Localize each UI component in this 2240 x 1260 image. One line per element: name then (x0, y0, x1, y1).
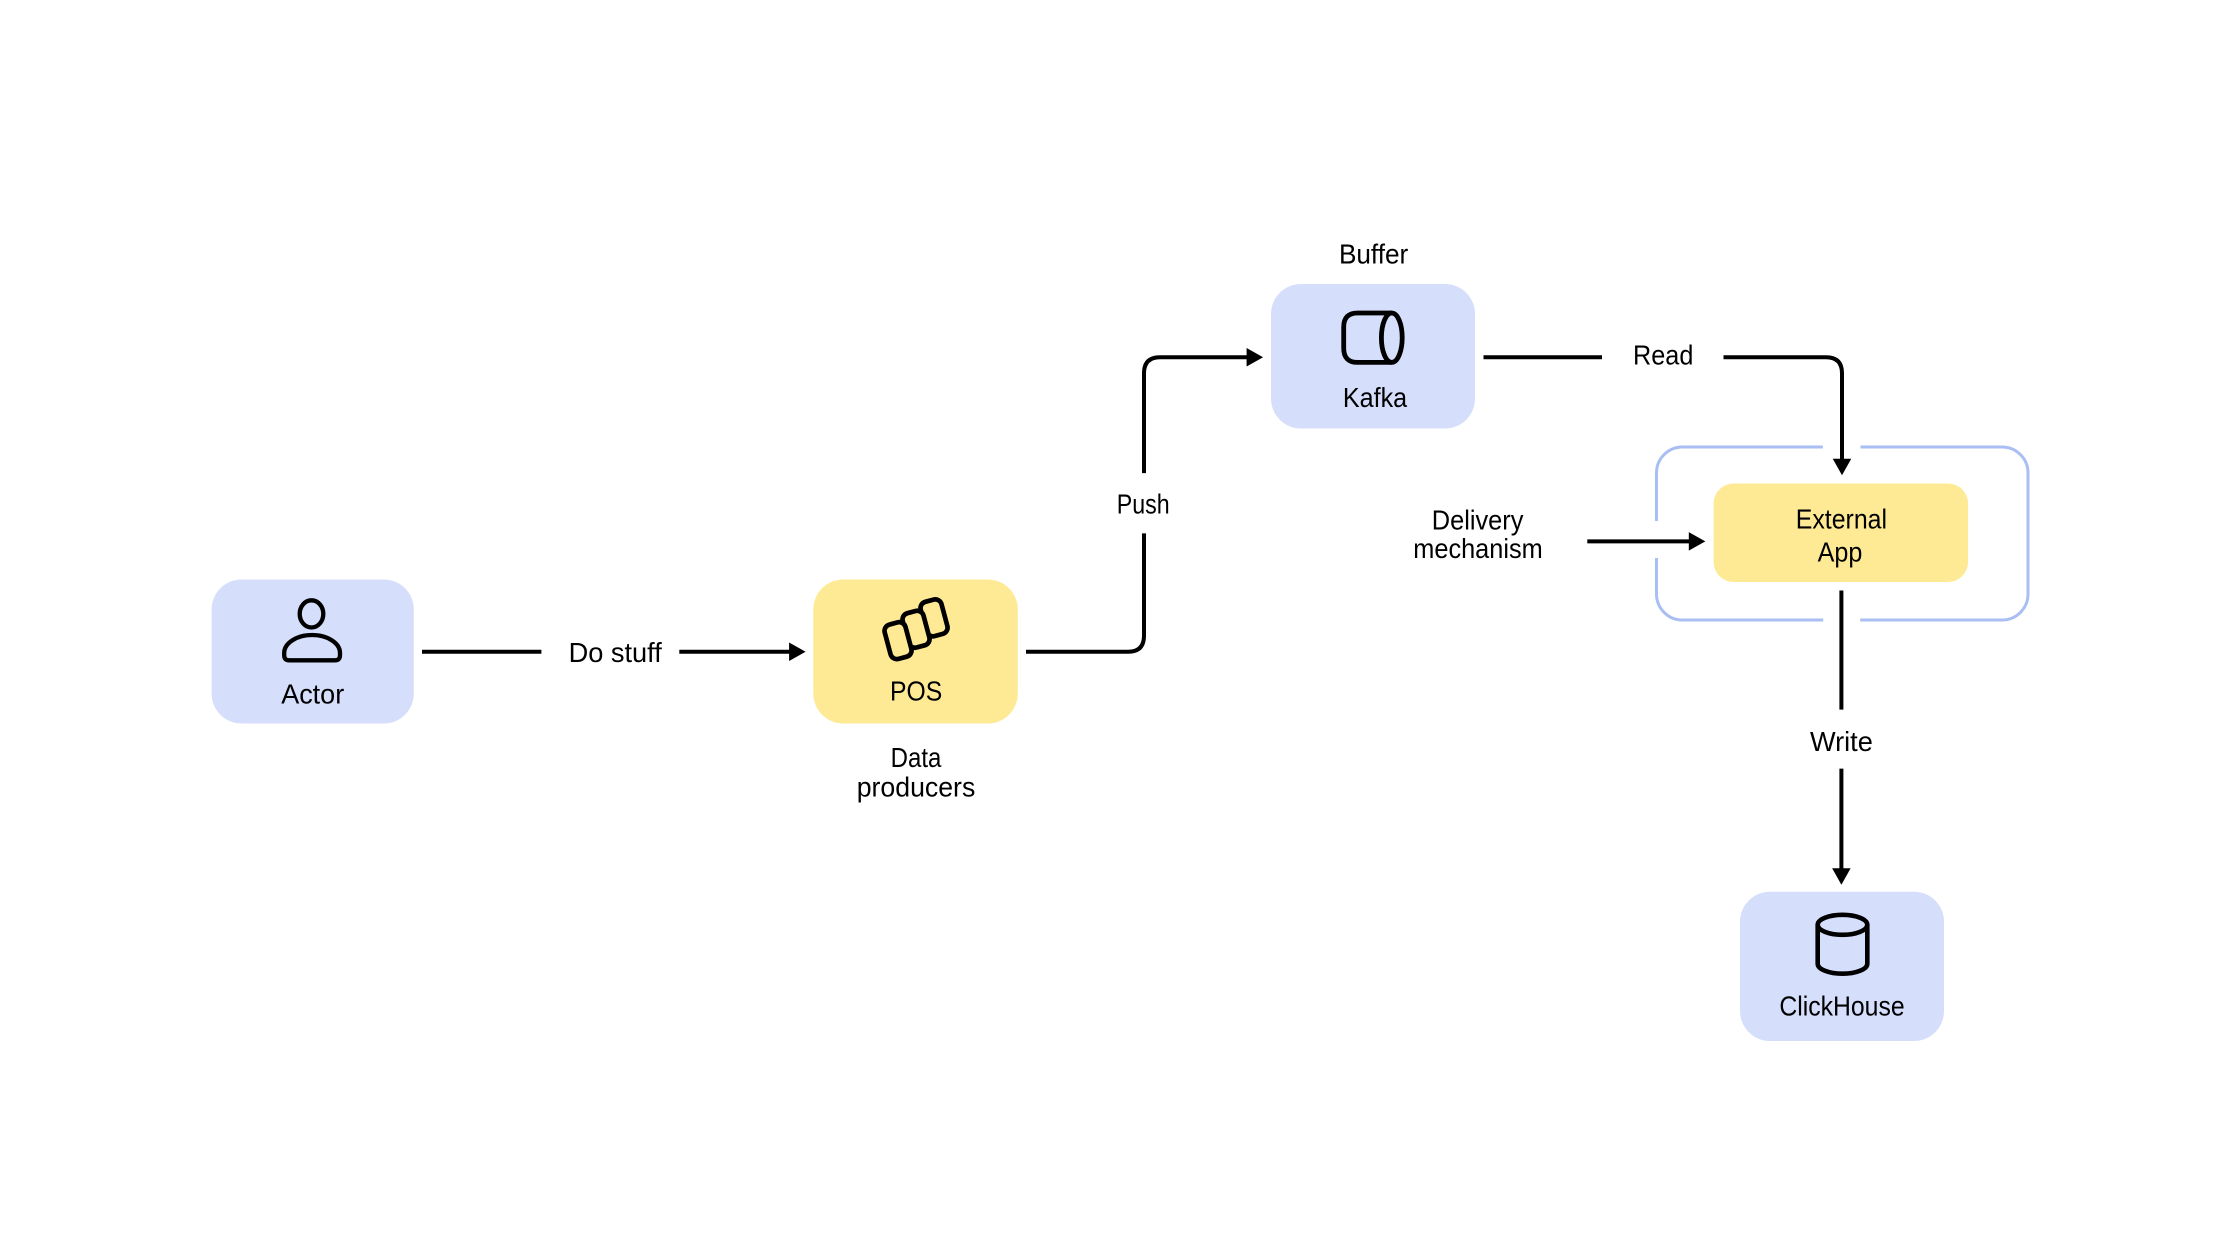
svg-text:Do stuff: Do stuff (569, 637, 663, 668)
svg-text:POS: POS (890, 676, 942, 707)
svg-text:Actor: Actor (281, 679, 344, 710)
svg-text:producers: producers (857, 772, 976, 803)
svg-text:mechanism: mechanism (1413, 533, 1542, 564)
svg-text:Write: Write (1810, 726, 1873, 757)
svg-text:ClickHouse: ClickHouse (1779, 991, 1904, 1022)
svg-text:Buffer: Buffer (1339, 239, 1408, 270)
svg-text:Kafka: Kafka (1343, 382, 1408, 413)
svg-text:External: External (1796, 504, 1887, 535)
svg-text:Push: Push (1117, 489, 1170, 520)
svg-text:Read: Read (1633, 340, 1693, 371)
svg-text:Delivery: Delivery (1432, 505, 1524, 536)
svg-text:App: App (1818, 537, 1863, 568)
svg-text:Data: Data (891, 742, 942, 773)
